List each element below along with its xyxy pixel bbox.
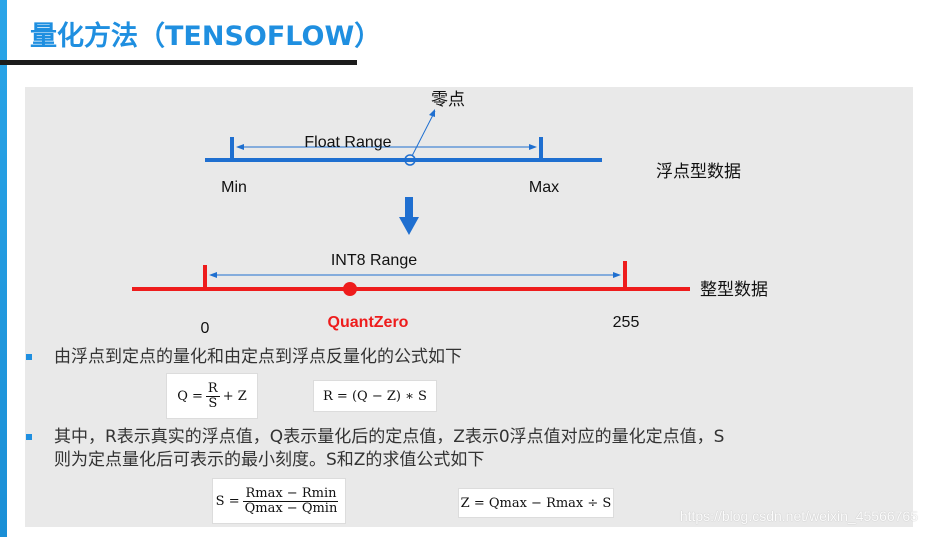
min-label: Min [221, 179, 247, 196]
quantzero-label: QuantZero [328, 314, 409, 331]
accent-strip [0, 0, 7, 537]
bullet-text-1: 由浮点到定点的量化和由定点到浮点反量化的公式如下 [54, 347, 462, 367]
bullet-text-2-line-1: 其中，R表示真实的浮点值，Q表示量化后的定点值，Z表示0浮点值对应的量化定点值，… [54, 427, 725, 447]
int8-range-label: INT8 Range [331, 252, 417, 269]
content-panel: 零点 Float Range Min Max 浮点型数据 INT8 Range … [25, 87, 913, 527]
float-type-label: 浮点型数据 [656, 162, 741, 181]
zero-label: 0 [201, 320, 210, 337]
bullet-text-2-line-2: 则为定点量化后可表示的最小刻度。S和Z的求值公式如下 [54, 450, 485, 470]
float-range-label: Float Range [304, 134, 391, 151]
title-underline [0, 60, 357, 65]
zero-point-label: 零点 [431, 90, 465, 109]
zero-point-pointer [411, 110, 436, 157]
zero-point-marker [404, 154, 416, 166]
page-title: 量化方法（TENSOFLOW） [30, 21, 382, 52]
down-arrow-icon [399, 217, 419, 235]
max-label: Max [529, 179, 559, 196]
dequantize-formula: R = (Q − Z) ∗ S [313, 380, 437, 412]
bullet-marker [26, 354, 32, 360]
down-arrow-shaft [405, 197, 413, 219]
bullet-marker [26, 434, 32, 440]
quantization-diagram: 零点 Float Range Min Max 浮点型数据 INT8 Range … [132, 90, 768, 337]
watermark: https://blog.csdn.net/weixin_45566765 [679, 508, 918, 524]
zero-point-formula: Z = Qmax − Rmax ÷ S [458, 488, 614, 518]
max-int-label: 255 [613, 314, 640, 331]
int-type-label: 整型数据 [700, 280, 768, 299]
quantzero-marker [343, 282, 357, 296]
